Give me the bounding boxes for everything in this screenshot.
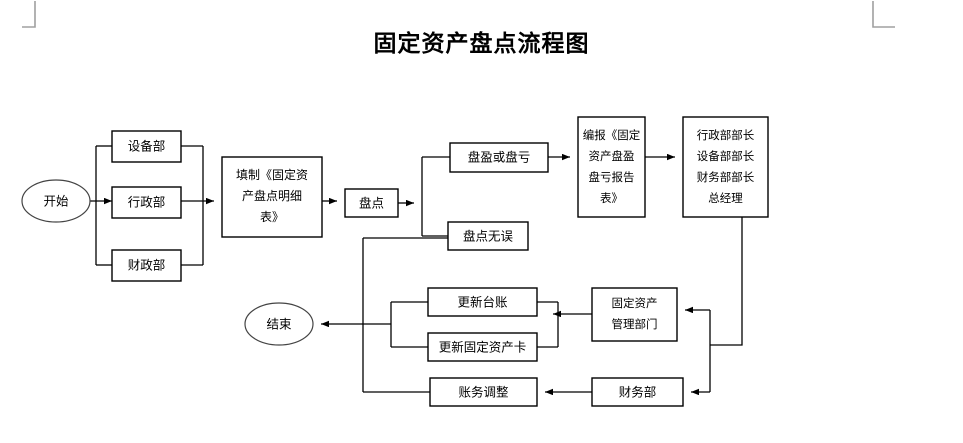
node-fill-form-label-line1: 填制《固定资 [236, 167, 308, 182]
edge-approvers-down [710, 217, 743, 346]
node-finance-dept[interactable] [591, 377, 684, 407]
node-start-label: 开始 [43, 194, 69, 208]
node-fill-form[interactable] [221, 156, 323, 238]
crop-mark-top-left [22, 1, 36, 28]
node-surplus-loss-label: 盘盈或盘亏 [468, 149, 531, 164]
node-start[interactable] [21, 179, 91, 223]
node-update-card-label: 更新固定资产卡 [439, 339, 527, 354]
node-update-ledger[interactable] [427, 287, 538, 317]
node-dept-finance[interactable] [111, 249, 182, 282]
node-asset-dept-label-line1: 固定资产 [612, 296, 658, 310]
node-report-label-line1: 编报《固定 [583, 128, 641, 142]
node-dept-admin-label: 行政部 [128, 194, 166, 209]
node-approvers[interactable] [682, 116, 769, 218]
node-end[interactable] [244, 302, 314, 346]
node-finance-dept-label: 财务部 [619, 384, 657, 399]
node-report[interactable] [577, 116, 646, 218]
node-count-ok-label: 盘点无误 [463, 228, 514, 243]
node-report-label-line4: 表》 [600, 191, 623, 205]
node-asset-dept-label-line2: 管理部门 [612, 317, 658, 331]
node-update-ledger-label: 更新台账 [457, 294, 508, 309]
node-dept-finance-label: 财政部 [128, 257, 166, 272]
node-asset-dept[interactable] [591, 287, 678, 342]
node-fill-form-label-line3: 表》 [260, 210, 284, 224]
node-approvers-label-line4: 总经理 [708, 191, 743, 205]
node-dept-equip-label: 设备部 [128, 138, 166, 153]
node-approvers-label-line2: 设备部部长 [697, 149, 755, 163]
node-count[interactable] [344, 188, 399, 218]
node-end-label: 结束 [266, 317, 292, 331]
node-approvers-label-line1: 行政部部长 [697, 128, 755, 142]
node-update-card[interactable] [427, 332, 538, 362]
node-count-ok[interactable] [447, 221, 529, 251]
node-approvers-label-line3: 财务部部长 [697, 170, 755, 184]
node-report-label-line3: 盘亏报告 [589, 170, 635, 184]
page-title: 固定资产盘点流程图 [373, 31, 590, 56]
node-fill-form-label-line2: 产盘点明细 [242, 188, 302, 203]
node-dept-equip[interactable] [111, 130, 182, 163]
node-surplus-loss[interactable] [449, 142, 549, 173]
node-adjust-label: 账务调整 [458, 384, 509, 399]
node-dept-admin[interactable] [111, 186, 182, 219]
node-count-label: 盘点 [359, 195, 384, 210]
node-adjust[interactable] [429, 377, 538, 407]
node-report-label-line2: 资产盘盈 [589, 149, 635, 163]
crop-mark-top-right [872, 1, 895, 28]
